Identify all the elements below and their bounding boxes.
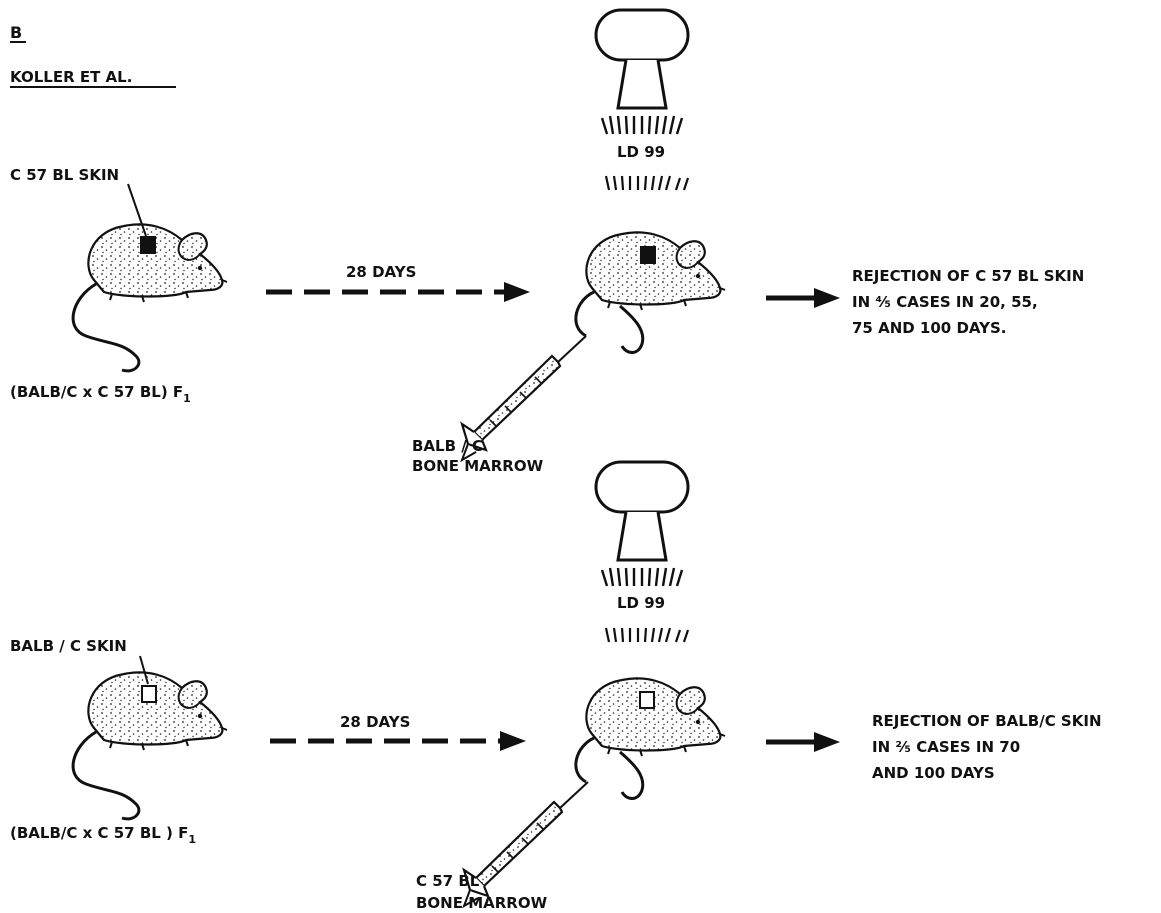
marrow-label: C 57 BL BONE MARROW — [416, 872, 548, 912]
skin-graft-dark — [140, 236, 156, 254]
skin-graft-light — [639, 691, 655, 709]
host-strain-label: (BALB/C x C 57 BL) F1 — [10, 383, 191, 405]
donor-mouse — [71, 223, 229, 373]
skin-graft-dark — [640, 246, 656, 264]
recipient-mouse — [574, 231, 727, 354]
skin-graft-light — [141, 685, 157, 703]
experiment-1: C 57 BL SKIN (BALB/C x C 57 BL) F1 28 DA… — [10, 8, 1090, 475]
irradiation-label: LD 99 — [617, 594, 665, 612]
result-arrow-head — [814, 288, 840, 308]
skin-label: C 57 BL SKIN — [10, 166, 119, 184]
result-text: REJECTION OF C 57 BL SKIN IN ⁴⁄₅ CASES I… — [852, 267, 1090, 337]
host-strain-label: (BALB/C x C 57 BL ) F1 — [10, 824, 196, 846]
marrow-label: BALB / C BONE MARROW — [412, 437, 544, 475]
irradiation-lamp — [594, 460, 690, 644]
result-text: REJECTION OF BALB/C SKIN IN ²⁄₅ CASES IN… — [872, 712, 1107, 782]
result-arrow-head — [814, 732, 840, 752]
panel-letter: B — [10, 23, 22, 42]
interval-label: 28 DAYS — [346, 263, 416, 281]
interval-label: 28 DAYS — [340, 713, 410, 731]
experiment-2: BALB / C SKIN (BALB/C x C 57 BL ) F1 28 … — [10, 460, 1107, 912]
irradiation-label: LD 99 — [617, 143, 665, 161]
recipient-mouse — [574, 677, 727, 800]
irradiation-lamp — [594, 8, 690, 192]
dashed-arrow-head — [504, 282, 530, 302]
dashed-arrow-head — [500, 731, 526, 751]
citation: KOLLER ET AL. — [10, 68, 132, 86]
donor-mouse — [71, 671, 229, 821]
skin-label: BALB / C SKIN — [10, 637, 127, 655]
